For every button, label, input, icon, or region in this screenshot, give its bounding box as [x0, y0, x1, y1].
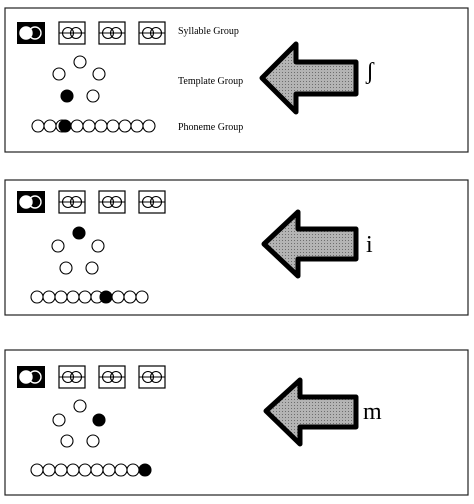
- phoneme-node-active: [99, 290, 113, 304]
- phoneme-symbol: i: [366, 232, 373, 258]
- template-node: [85, 261, 99, 275]
- phoneme-node: [70, 119, 84, 133]
- template-node: [91, 239, 105, 253]
- panel-frame: [4, 349, 469, 496]
- panel-2: i: [4, 179, 469, 316]
- template-node: [59, 261, 73, 275]
- syllable-unit: [98, 365, 126, 389]
- phoneme-node: [94, 119, 108, 133]
- template-node-active: [72, 226, 86, 240]
- phoneme-node: [106, 119, 120, 133]
- phoneme-node: [123, 290, 137, 304]
- arrow-left-icon: [263, 377, 359, 447]
- phoneme-node: [102, 463, 116, 477]
- syllable-unit: [58, 365, 86, 389]
- template-node: [73, 399, 87, 413]
- syllable-unit: [138, 21, 166, 45]
- template-group-label: Template Group: [178, 76, 243, 87]
- phoneme-group: [30, 463, 152, 477]
- syllable-group-label: Syllable Group: [178, 26, 239, 37]
- phoneme-node: [90, 463, 104, 477]
- syllable-group: [17, 190, 166, 214]
- phoneme-node-active: [138, 463, 152, 477]
- phoneme-node: [42, 463, 56, 477]
- phoneme-node: [142, 119, 156, 133]
- phoneme-symbol: m: [363, 399, 382, 425]
- panel-1: Syllable Group Template Group Phoneme Gr…: [4, 7, 469, 153]
- phoneme-node: [42, 290, 56, 304]
- phoneme-node: [78, 290, 92, 304]
- phoneme-node: [118, 119, 132, 133]
- phoneme-node: [30, 463, 44, 477]
- arrow-left-icon: [259, 41, 359, 115]
- phoneme-node: [54, 463, 68, 477]
- template-node: [52, 67, 66, 81]
- panel-frame: [4, 179, 469, 316]
- phoneme-node: [82, 119, 96, 133]
- phoneme-node: [54, 290, 68, 304]
- phoneme-node: [135, 290, 149, 304]
- phoneme-node: [78, 463, 92, 477]
- phoneme-node: [31, 119, 45, 133]
- phoneme-group: [31, 119, 156, 133]
- syllable-unit: [138, 365, 166, 389]
- template-node: [73, 55, 87, 69]
- syllable-group: [17, 365, 166, 389]
- phoneme-node: [130, 119, 144, 133]
- phoneme-node: [126, 463, 140, 477]
- phoneme-group: [30, 290, 149, 304]
- phoneme-node: [66, 290, 80, 304]
- template-group: [51, 226, 105, 275]
- panel-frame: [4, 7, 469, 153]
- phoneme-group-label: Phoneme Group: [178, 122, 243, 133]
- phoneme-node: [43, 119, 57, 133]
- syllable-unit: [17, 366, 45, 388]
- template-node: [52, 413, 66, 427]
- phoneme-node-active: [58, 119, 72, 133]
- template-node: [86, 89, 100, 103]
- template-node: [92, 67, 106, 81]
- phoneme-node: [114, 463, 128, 477]
- syllable-unit: [58, 190, 86, 214]
- syllable-unit: [17, 191, 45, 213]
- arrow-left-icon: [261, 209, 359, 279]
- syllable-unit: [58, 21, 86, 45]
- template-group: [52, 399, 106, 448]
- phoneme-symbol: ʃ: [365, 59, 375, 85]
- template-node: [86, 434, 100, 448]
- template-node-active: [60, 89, 74, 103]
- phoneme-node: [66, 463, 80, 477]
- syllable-group: [17, 21, 166, 45]
- template-node: [51, 239, 65, 253]
- syllable-unit: [98, 21, 126, 45]
- template-node: [60, 434, 74, 448]
- panel-3: m: [4, 349, 469, 496]
- syllable-unit: [98, 190, 126, 214]
- phoneme-node: [30, 290, 44, 304]
- syllable-unit: [138, 190, 166, 214]
- template-node-active: [92, 413, 106, 427]
- syllable-unit: [17, 22, 45, 44]
- phoneme-node: [111, 290, 125, 304]
- template-group: [52, 55, 106, 103]
